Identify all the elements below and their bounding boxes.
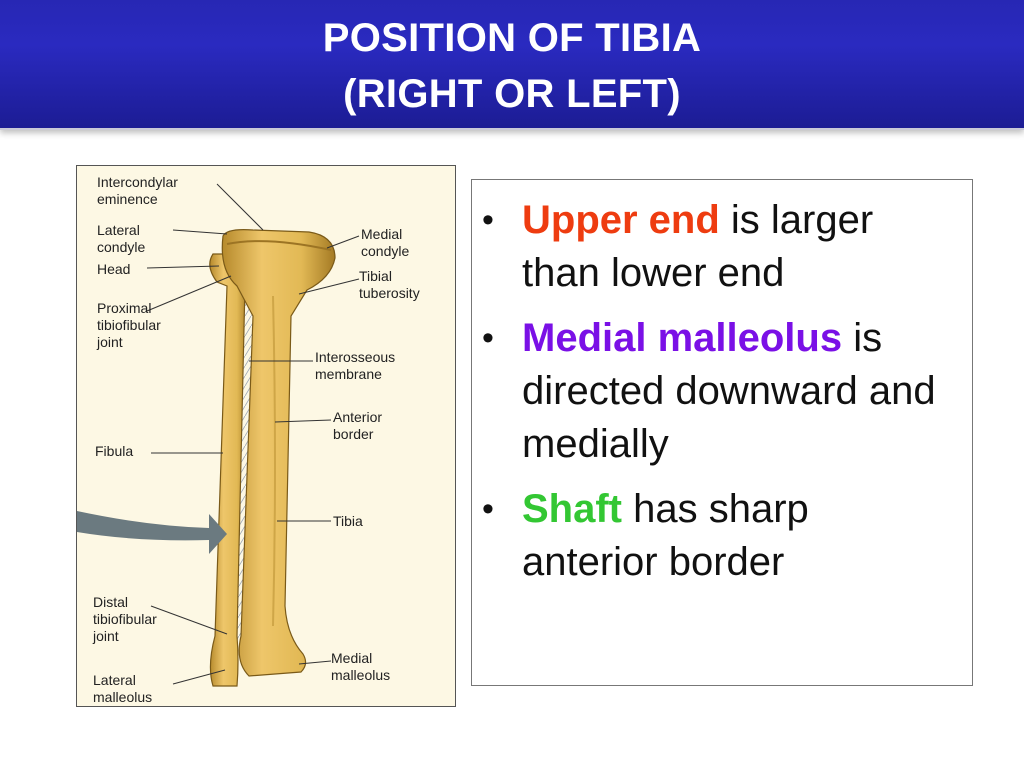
label-lateral-condyle: Lateral condyle [97,222,146,255]
label-lateral-malleolus: Lateral malleolus [93,672,153,705]
label-tibia: Tibia [333,513,363,529]
title-bar: POSITION OF TIBIA (RIGHT OR LEFT) [0,0,1024,130]
label-intercondylar-eminence: Intercondylar eminence [97,174,178,207]
bullet-shaft: • Shaft has sharp anterior border [472,483,972,589]
label-proximal-tibiofibular-joint: Proximal tibiofibular joint [97,300,161,350]
keyword-upper-end: Upper end [522,198,720,242]
bullet-dot-icon: • [482,319,494,357]
label-interosseous-membrane: Interosseous membrane [315,349,396,382]
bullet-text-upper-end: is larger than lower end [522,198,874,295]
slide-title-line-1: POSITION OF TIBIA [322,16,702,60]
bullet-dot-icon: • [482,490,494,528]
label-anterior-border: Anterior border [333,409,383,442]
bullet-upper-end: • Upper end is larger than lower end [472,194,972,300]
keyword-medial-malleolus: Medial malleolus [522,316,843,360]
bullet-text-medial-malleolus: is directed downward and medially [522,316,936,466]
keyword-shaft: Shaft [522,487,622,531]
label-head: Head [97,261,131,277]
bullet-list: • Upper end is larger than lower end • M… [472,194,972,601]
label-medial-condyle: Medial condyle [361,226,410,259]
label-medial-malleolus: Medial malleolus [331,650,391,683]
tibia-shape [221,229,336,677]
slide-title-line-2: (RIGHT OR LEFT) [343,72,681,116]
bullet-medial-malleolus: • Medial malleolus is directed downward … [472,312,972,471]
label-fibula: Fibula [95,443,134,459]
label-tibial-tuberosity: Tibial tuberosity [359,268,420,301]
bullet-dot-icon: • [482,201,494,239]
arrow-shape [77,511,227,554]
bone-drawing [77,183,360,687]
bullet-text-shaft: has sharp anterior border [522,487,809,584]
bullet-text-box: • Upper end is larger than lower end • M… [471,179,973,686]
tibia-fibula-illustration: Intercondylar eminence Lateral condyle H… [76,165,456,707]
label-distal-tibiofibular-joint: Distal tibiofibular joint [93,594,157,644]
